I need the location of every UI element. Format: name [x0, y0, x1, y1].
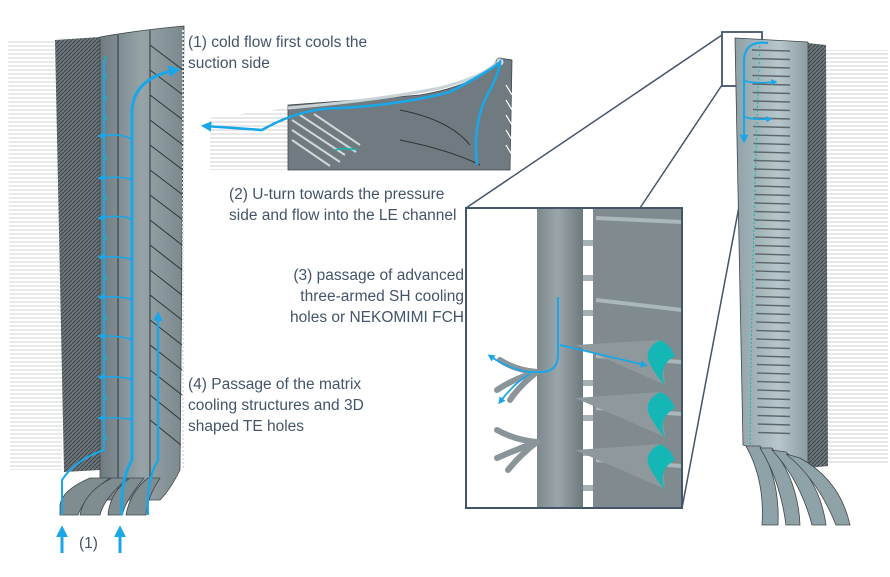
film-slot	[755, 295, 791, 299]
film-slot	[755, 253, 791, 256]
shaped-hole-2	[575, 392, 675, 438]
tip-pin-rows	[291, 113, 361, 167]
te-matrix-region	[55, 37, 100, 472]
film-slot	[752, 83, 791, 86]
tip-exit-slots	[505, 84, 513, 156]
inset-view	[465, 31, 763, 509]
shaped-hole-3	[575, 444, 675, 490]
annotation-step-4: (4) Passage of the matrix cooling struct…	[188, 376, 364, 435]
inset-frame	[465, 207, 683, 509]
film-slot	[756, 372, 791, 375]
film-slot	[753, 142, 791, 146]
callout-line-mid	[639, 84, 723, 209]
film-slot	[756, 355, 791, 358]
film-slot	[757, 397, 791, 401]
inlet-ducts	[59, 477, 161, 516]
film-slot	[753, 125, 791, 129]
film-slot	[757, 389, 791, 392]
film-slot	[756, 321, 791, 324]
annotation-step-2: (2) U-turn towards the pressure side and…	[229, 186, 457, 224]
film-slot	[751, 49, 791, 52]
film-slot	[752, 74, 791, 78]
film-slot	[757, 380, 791, 384]
flow-arrow-le	[528, 297, 559, 373]
blade-body	[99, 25, 185, 501]
film-slot	[755, 304, 791, 307]
shaped-hole-1	[575, 340, 675, 386]
film-slot	[757, 431, 791, 435]
flow-arrow-right-top	[739, 41, 769, 144]
shaped-holes	[575, 340, 675, 490]
film-slot	[754, 219, 791, 222]
left-blade-view	[8, 25, 185, 553]
te-matrix-right	[808, 43, 828, 468]
right-inlet-ducts	[745, 445, 851, 526]
tip-view	[200, 57, 513, 171]
film-slot	[752, 100, 791, 103]
right-blade-view	[734, 37, 888, 526]
le-channel-cylinder	[537, 208, 583, 508]
film-slot	[754, 185, 791, 188]
film-slot	[752, 91, 791, 95]
film-slot	[753, 134, 791, 137]
te-exit-lines-right	[825, 50, 888, 465]
film-slot	[756, 329, 791, 333]
film-slot	[757, 414, 791, 418]
film-slot	[752, 57, 791, 61]
diagonal-ribs	[149, 44, 184, 446]
film-slot	[757, 423, 791, 426]
inlet-arrows	[56, 525, 126, 553]
film-slot	[754, 227, 791, 231]
film-slot	[755, 261, 791, 265]
film-slot	[752, 108, 791, 112]
film-slot	[753, 168, 791, 171]
inlet-label: (1)	[79, 535, 98, 552]
film-slot	[756, 363, 791, 367]
flow-arrow-matrix	[146, 311, 163, 516]
film-slot	[753, 176, 791, 180]
film-slot	[754, 210, 791, 214]
film-slot	[753, 159, 791, 163]
flow-arrow-suction	[120, 65, 181, 516]
annotation-step-3: (3) passage of advanced three-armed SH c…	[290, 267, 464, 326]
callout-line-top	[465, 34, 723, 209]
film-slots	[751, 49, 791, 435]
te-exit-lines	[8, 38, 68, 470]
film-slot	[757, 406, 791, 409]
film-slot	[754, 202, 791, 205]
blade-body-right	[734, 37, 809, 469]
film-slot	[756, 346, 791, 350]
film-slot	[754, 236, 791, 239]
film-slot	[756, 312, 791, 316]
film-slot	[755, 270, 791, 273]
film-slot	[752, 66, 791, 69]
annotation-step-1: (1) cold flow first cools the suction si…	[188, 34, 368, 72]
film-slot	[756, 338, 791, 341]
flow-arrow-uturn	[200, 58, 502, 166]
film-slot	[755, 278, 791, 282]
film-slot	[754, 193, 791, 197]
film-slot	[753, 151, 791, 154]
film-slot	[754, 244, 791, 248]
film-slot	[755, 287, 791, 290]
